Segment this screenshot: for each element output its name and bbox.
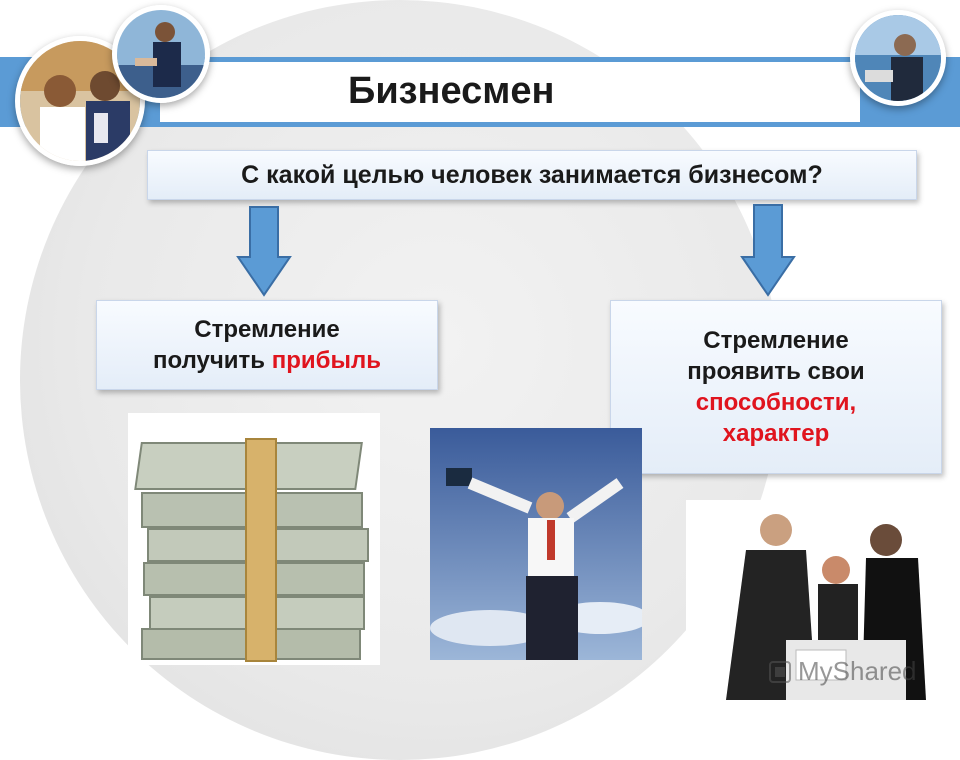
goal-profit-box: Стремление получить прибыль [96,300,438,390]
goal-abilities-line3: способности, [695,389,857,416]
goal-abilities-box: Стремление проявить свои способности, ха… [610,300,942,474]
slide-title: Бизнесмен [348,70,555,112]
meeting-photo [850,10,946,106]
watermark: MyShared [768,656,917,687]
goal-profit-line1: Стремление [194,315,340,343]
question-box: С какой целью человек занимается бизнесо… [147,150,917,200]
office-meeting-photo [686,500,926,700]
watermark-text: MyShared [798,656,917,686]
goal-profit-prefix: получить [153,347,272,374]
businessman-sky-photo [430,428,642,660]
handshake-photo [112,5,210,103]
goal-abilities-line1: Стремление [703,326,849,354]
title-panel [160,62,860,122]
down-arrow-icon [236,206,292,297]
goal-profit-highlight: прибыль [271,347,381,374]
question-text: С какой целью человек занимается бизнесо… [241,160,823,189]
watermark-logo-icon [769,660,791,683]
goal-abilities-line2: проявить свои [687,357,865,385]
goal-profit-line2: получить прибыль [153,345,381,376]
goal-abilities-line4: характер [722,420,830,448]
money-stack-photo [128,413,380,665]
down-arrow-icon [740,204,796,297]
